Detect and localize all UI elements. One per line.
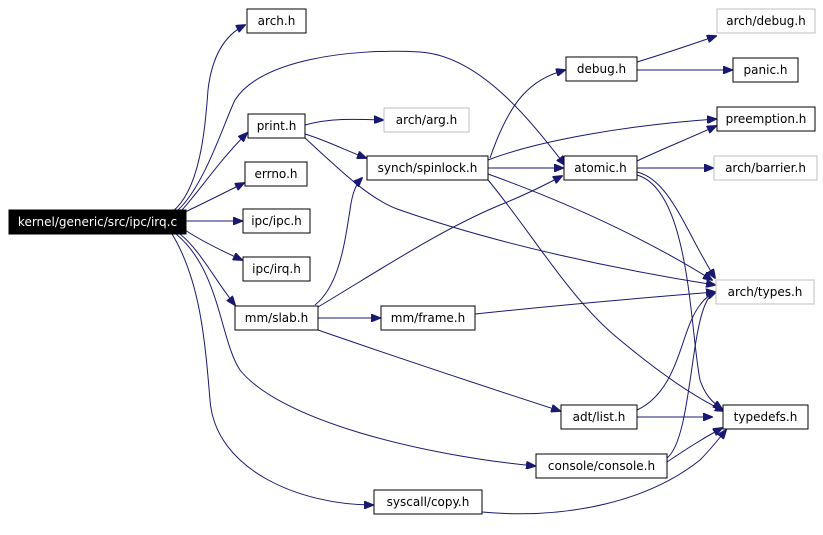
node-label-typedefs-h: typedefs.h: [734, 410, 798, 424]
node-label-arch-debug-h: arch/debug.h: [726, 14, 806, 28]
edge-atomic-h-to-preemption-h: [636, 126, 716, 162]
node-label-arch-types-h: arch/types.h: [728, 285, 803, 299]
node-label-mm-slab-h: mm/slab.h: [245, 311, 308, 325]
node-print-h[interactable]: print.h: [247, 113, 306, 139]
node-atomic-h[interactable]: atomic.h: [563, 155, 638, 181]
node-label-mm-frame-h: mm/frame.h: [391, 311, 465, 325]
node-mm-slab-h[interactable]: mm/slab.h: [234, 305, 319, 331]
node-label-console-console-h: console/console.h: [548, 459, 655, 473]
node-label-adt-list-h: adt/list.h: [573, 410, 626, 424]
node-arch-arg-h: arch/arg.h: [383, 107, 470, 133]
edge-irq-c-to-mm-slab-h: [179, 233, 235, 305]
node-label-debug-h: debug.h: [577, 62, 626, 76]
dependency-edges: [171, 25, 732, 515]
node-label-ipc-irq-h: ipc/irq.h: [252, 262, 301, 276]
node-label-arch-h: arch.h: [258, 14, 296, 28]
node-adt-list-h[interactable]: adt/list.h: [560, 404, 638, 430]
node-syscall-copy-h[interactable]: syscall/copy.h: [373, 489, 483, 515]
edge-spinlock-h-to-debug-h: [489, 70, 565, 159]
node-label-irq-c: kernel/generic/src/ipc/irq.c: [18, 215, 177, 229]
node-label-ipc-ipc-h: ipc/ipc.h: [251, 214, 302, 228]
edge-irq-c-to-print-h: [181, 133, 247, 211]
node-label-print-h: print.h: [257, 119, 297, 133]
node-preemption-h[interactable]: preemption.h: [716, 106, 816, 132]
header-nodes: kernel/generic/src/ipc/irq.c arch.h prin…: [8, 8, 818, 515]
node-label-syscall-copy-h: syscall/copy.h: [387, 495, 470, 509]
node-label-preemption-h: preemption.h: [726, 112, 807, 126]
node-label-arch-barrier-h: arch/barrier.h: [725, 161, 806, 175]
edge-atomic-h-to-typedefs-h: [636, 174, 722, 409]
edge-slab-h-to-atomic-h: [317, 176, 562, 308]
node-arch-debug-h: arch/debug.h: [716, 8, 816, 34]
node-errno-h[interactable]: errno.h: [244, 161, 308, 187]
edge-console-h-to-typedefs-h: [666, 428, 722, 463]
edge-irq-c-to-arch-h: [171, 25, 245, 213]
edge-list-h-to-arch-types-h: [636, 292, 716, 411]
node-irq-c: kernel/generic/src/ipc/irq.c: [8, 209, 187, 235]
node-mm-frame-h[interactable]: mm/frame.h: [380, 305, 476, 331]
node-console-console-h[interactable]: console/console.h: [535, 453, 668, 479]
edge-irq-c-to-console-h: [175, 233, 535, 466]
edge-irq-c-to-syscall-copy-h: [171, 233, 373, 505]
edge-debug-h-to-arch-debug-h: [636, 36, 716, 63]
node-label-atomic-h: atomic.h: [574, 161, 626, 175]
node-label-panic-h: panic.h: [744, 63, 788, 77]
edge-spinlock-h-to-typedefs-h: [487, 179, 724, 411]
edge-copy-h-to-typedefs-h: [481, 430, 726, 515]
node-debug-h[interactable]: debug.h: [565, 56, 638, 82]
node-label-arch-arg-h: arch/arg.h: [396, 113, 457, 127]
edge-atomic-h-to-arch-types-h: [636, 171, 715, 278]
edge-spinlock-h-to-preemption-h: [487, 119, 716, 161]
node-ipc-ipc-h[interactable]: ipc/ipc.h: [242, 208, 311, 234]
node-label-synch-spinlock-h: synch/spinlock.h: [378, 161, 478, 175]
node-ipc-irq-h[interactable]: ipc/irq.h: [242, 256, 311, 282]
node-arch-barrier-h: arch/barrier.h: [713, 155, 818, 181]
node-typedefs-h[interactable]: typedefs.h: [722, 404, 809, 430]
edge-irq-c-to-errno-h: [184, 183, 244, 213]
edge-slab-h-to-list-h: [317, 329, 560, 411]
edge-console-h-to-arch-types-h: [666, 292, 716, 459]
edge-slab-h-to-spinlock-h: [314, 178, 362, 306]
edge-irq-c-to-ipc-irq-h: [184, 229, 242, 260]
node-arch-h[interactable]: arch.h: [246, 8, 307, 34]
edge-irq-c-to-atomic-h: [177, 50, 565, 211]
edge-print-h-to-arch-arg-h: [304, 119, 383, 126]
node-panic-h[interactable]: panic.h: [732, 57, 799, 83]
node-arch-types-h: arch/types.h: [715, 279, 815, 305]
edge-print-h-to-spinlock-h: [304, 133, 366, 158]
edge-frame-h-to-arch-types-h: [474, 292, 715, 315]
node-label-errno-h: errno.h: [255, 167, 298, 181]
edge-print-h-to-arch-types-h: [304, 137, 715, 285]
node-synch-spinlock-h[interactable]: synch/spinlock.h: [366, 155, 489, 181]
